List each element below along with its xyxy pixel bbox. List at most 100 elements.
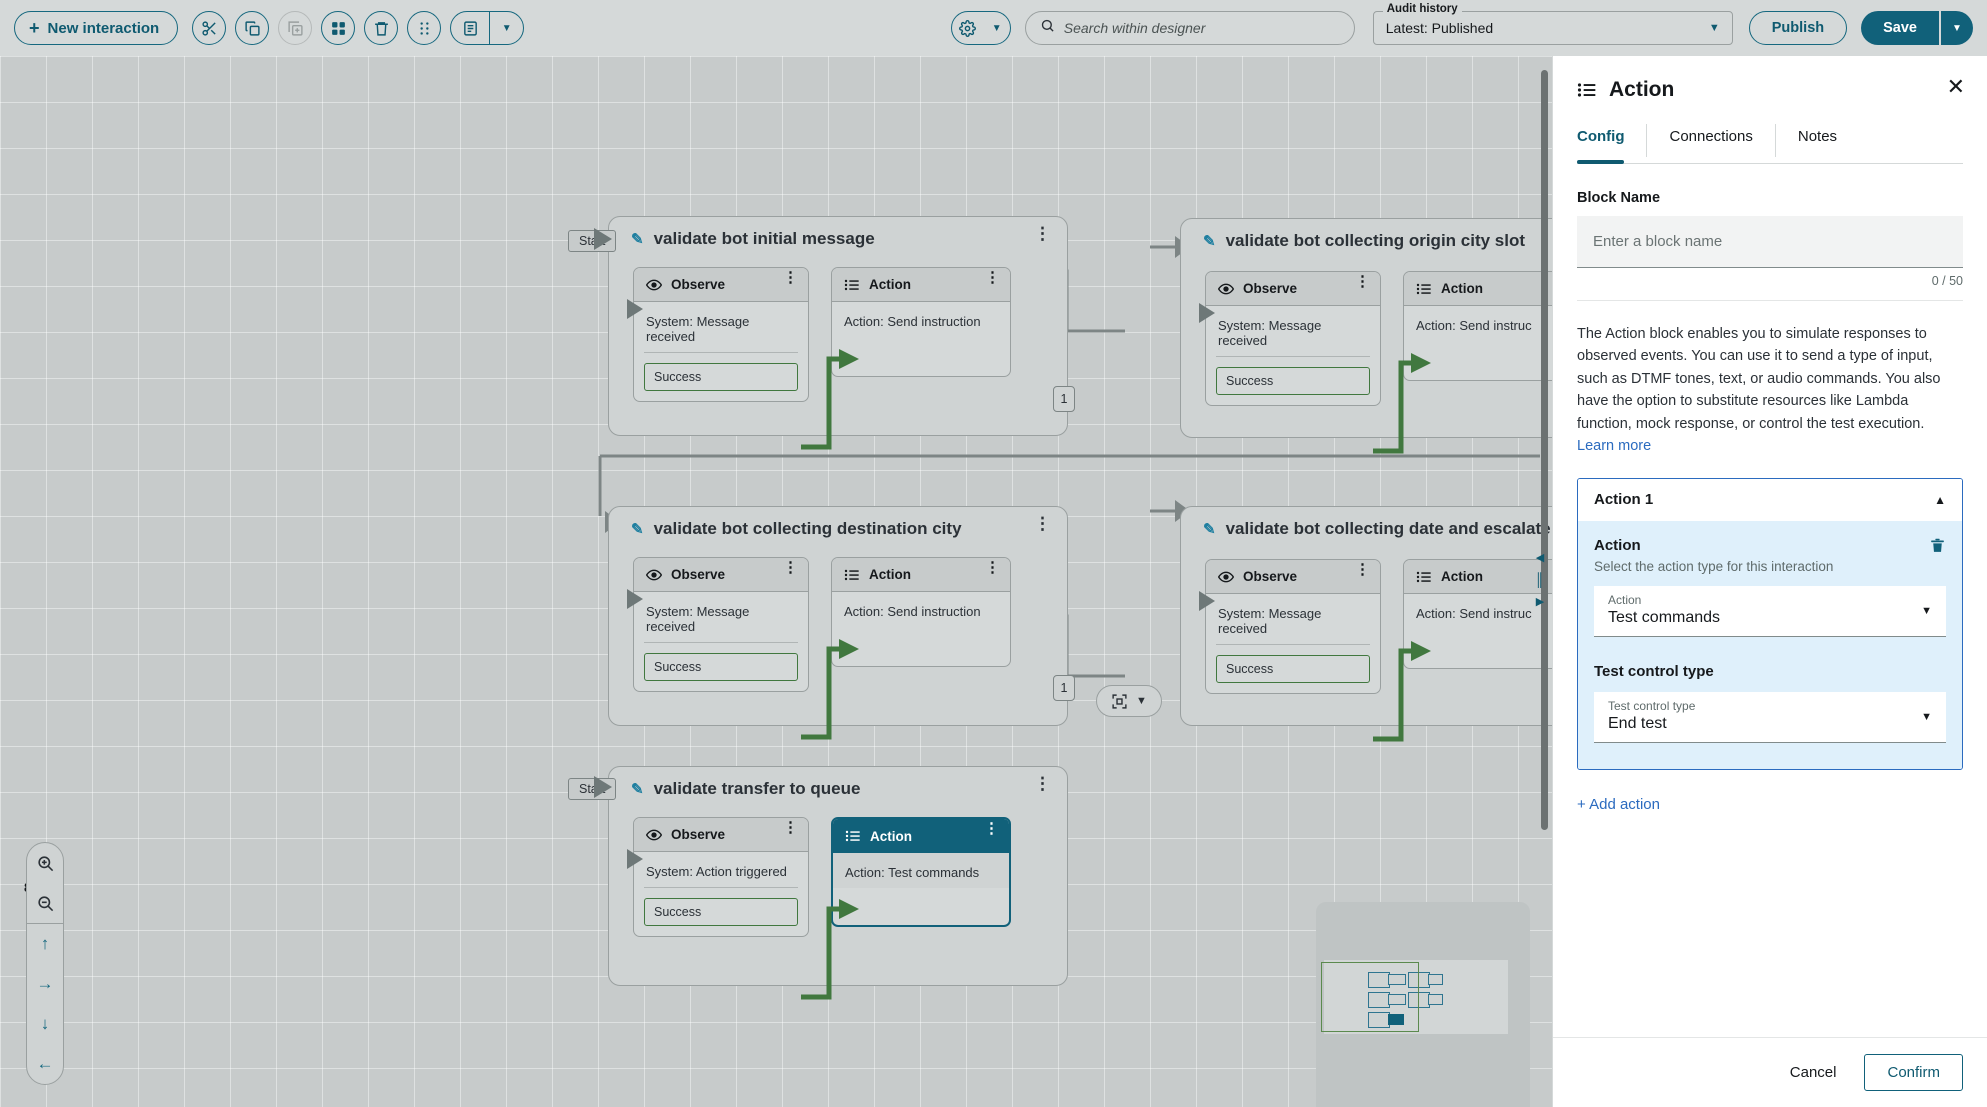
observe-node-output[interactable]: Success	[1216, 655, 1370, 683]
action-1-accordion-header[interactable]: Action 1 ▲	[1578, 478, 1962, 521]
minimap[interactable]	[1316, 902, 1530, 1107]
action-node-header: Action ⋮	[1404, 560, 1552, 594]
minimap-viewport[interactable]	[1321, 962, 1419, 1032]
node-input-arrow-icon	[1199, 591, 1215, 611]
connector-badge: 1	[1053, 675, 1075, 701]
minimap-node	[1428, 974, 1443, 985]
cancel-button[interactable]: Cancel	[1780, 1056, 1847, 1089]
action-node[interactable]: Action ⋮ Action: Send instruction	[831, 267, 1011, 377]
close-icon[interactable]: ✕	[1946, 74, 1965, 99]
expand-right-icon[interactable]: ▶	[1535, 596, 1545, 608]
block-name-field[interactable]	[1577, 216, 1963, 268]
observe-node-menu-icon[interactable]: ⋮	[1355, 561, 1370, 578]
observe-node[interactable]: Observe ⋮ System: Message received Succe…	[1205, 559, 1381, 694]
flow-group-menu-icon[interactable]: ⋮	[1034, 774, 1051, 793]
add-action-button[interactable]: + Add action	[1577, 795, 1660, 813]
cut-icon[interactable]	[192, 11, 227, 45]
delete-action-icon[interactable]	[1929, 537, 1946, 559]
panel-resize-handle[interactable]: ◀ ║ ▶	[1531, 551, 1549, 608]
page-title: Action	[1609, 78, 1675, 101]
pan-left-icon[interactable]: ←	[36, 1054, 54, 1073]
eye-icon	[646, 829, 662, 840]
confirm-button[interactable]: Confirm	[1864, 1054, 1963, 1091]
action-node-menu-icon[interactable]: ⋮	[984, 820, 999, 837]
action-node-menu-icon[interactable]: ⋮	[985, 559, 1000, 576]
observe-node-output[interactable]: Success	[644, 653, 798, 681]
action-node-header: Action ⋮	[1404, 272, 1552, 306]
node-connector-wire	[801, 349, 859, 450]
flow-group[interactable]: ✎ validate transfer to queue ⋮ Observe ⋮…	[608, 766, 1068, 1000]
copy-icon[interactable]	[235, 11, 270, 45]
drag-bars-icon[interactable]: ║	[1534, 572, 1546, 587]
learn-more-link[interactable]: Learn more	[1577, 438, 1652, 455]
designer-settings-button[interactable]: ▼	[950, 11, 1011, 45]
observe-node[interactable]: Observe ⋮ System: Message received Succe…	[1205, 271, 1381, 406]
search-icon	[1040, 18, 1055, 38]
audit-history-select[interactable]: Audit history Latest: Published ▼	[1372, 3, 1733, 45]
drag-handle-icon[interactable]	[407, 11, 442, 45]
pencil-edit-icon[interactable]: ✎	[631, 781, 644, 798]
zoom-in-icon[interactable]	[26, 843, 64, 883]
tab-config[interactable]: Config	[1577, 124, 1646, 164]
flow-group[interactable]: ✎ validate bot collecting destination ci…	[608, 506, 1068, 740]
fit-to-screen-button[interactable]: ▼	[1096, 685, 1162, 717]
action-node-selected[interactable]: Action ⋮ Action: Test commands	[831, 817, 1011, 927]
search-input[interactable]	[1063, 20, 1340, 36]
pencil-edit-icon[interactable]: ✎	[1203, 233, 1216, 250]
flow-group[interactable]: ✎ validate bot collecting origin city sl…	[1180, 218, 1552, 454]
notes-icon[interactable]	[451, 12, 489, 44]
chevron-up-icon[interactable]: ▲	[1934, 492, 1946, 507]
node-connector-wire	[1373, 353, 1431, 454]
action-node-body: Action: Test commands	[833, 853, 1009, 888]
save-dropdown-caret-icon[interactable]: ▼	[1939, 11, 1973, 45]
publish-button[interactable]: Publish	[1748, 11, 1848, 45]
delete-trash-icon[interactable]	[364, 11, 399, 45]
observe-node[interactable]: Observe ⋮ System: Message received Succe…	[633, 557, 809, 692]
chevron-down-icon[interactable]: ▼	[1921, 710, 1932, 723]
observe-node-output[interactable]: Success	[644, 363, 798, 391]
pan-right-icon[interactable]: →	[36, 974, 54, 993]
observe-node[interactable]: Observe ⋮ System: Action triggered Succe…	[633, 817, 809, 937]
observe-node[interactable]: Observe ⋮ System: Message received Succe…	[633, 267, 809, 402]
action-node[interactable]: Action ⋮ Action: Send instruction	[831, 557, 1011, 667]
save-button[interactable]: Save	[1883, 20, 1917, 36]
grid-blocks-icon[interactable]	[321, 11, 356, 45]
flow-group-menu-icon[interactable]: ⋮	[1034, 224, 1051, 243]
notes-dropdown-caret-icon[interactable]: ▼	[489, 12, 523, 44]
action-node-menu-icon[interactable]: ⋮	[985, 269, 1000, 286]
observe-node-header: Observe ⋮	[1206, 560, 1380, 594]
action-node[interactable]: Action ⋮ Action: Send instruc	[1403, 271, 1552, 381]
search-within-designer[interactable]	[1024, 11, 1355, 45]
observe-node-output[interactable]: Success	[644, 898, 798, 926]
observe-node-menu-icon[interactable]: ⋮	[783, 559, 798, 576]
block-name-input[interactable]	[1593, 233, 1947, 250]
action-section-subtitle: Select the action type for this interact…	[1594, 558, 1834, 574]
fit-dropdown-caret-icon[interactable]: ▼	[1136, 695, 1147, 707]
action-type-select[interactable]: Action Test commands ▼	[1594, 585, 1946, 637]
observe-node-output[interactable]: Success	[1216, 367, 1370, 395]
action-section-title: Action	[1594, 536, 1641, 554]
notes-split-button[interactable]: ▼	[450, 11, 525, 45]
pencil-edit-icon[interactable]: ✎	[631, 231, 644, 248]
flow-canvas[interactable]: ✎ validate bot initial message ⋮ Observe…	[0, 56, 1552, 1107]
tab-notes[interactable]: Notes	[1774, 124, 1859, 157]
pencil-edit-icon[interactable]: ✎	[1203, 521, 1216, 538]
observe-node-menu-icon[interactable]: ⋮	[1355, 273, 1370, 290]
zoom-out-icon[interactable]	[26, 883, 64, 923]
flow-group-menu-icon[interactable]: ⋮	[1034, 514, 1051, 533]
new-interaction-button[interactable]: + New interaction	[14, 11, 179, 45]
observe-node-menu-icon[interactable]: ⋮	[783, 269, 798, 286]
save-split-button[interactable]: Save ▼	[1861, 11, 1973, 45]
pan-up-icon[interactable]: ↑	[40, 934, 50, 953]
pan-down-icon[interactable]: ↓	[40, 1014, 50, 1033]
pencil-edit-icon[interactable]: ✎	[631, 521, 644, 538]
observe-node-menu-icon[interactable]: ⋮	[783, 819, 798, 836]
test-control-type-select[interactable]: Test control type End test ▼	[1594, 691, 1946, 743]
canvas-vertical-scrollbar[interactable]	[1541, 70, 1548, 830]
chevron-down-icon[interactable]: ▼	[1921, 604, 1932, 617]
tab-connections[interactable]: Connections	[1646, 124, 1774, 157]
flow-group[interactable]: ✎ validate bot initial message ⋮ Observe…	[608, 216, 1068, 450]
collapse-left-icon[interactable]: ◀	[1535, 552, 1545, 564]
flow-group[interactable]: ✎ validate bot collecting date and escal…	[1180, 506, 1552, 742]
settings-dropdown-caret-icon[interactable]: ▼	[991, 22, 1002, 34]
